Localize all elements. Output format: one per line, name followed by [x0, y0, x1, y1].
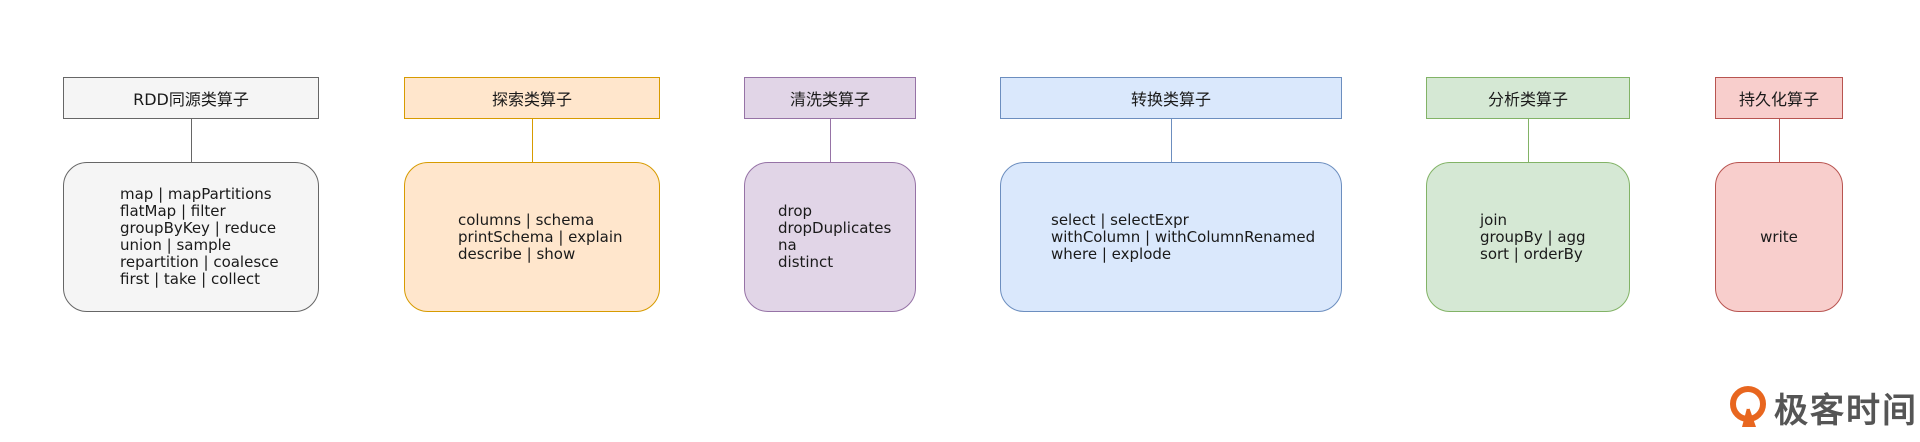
group-header: 探索类算子	[404, 77, 660, 119]
operator-item: first | take | collect	[120, 270, 261, 288]
group-header: 清洗类算子	[744, 77, 916, 119]
connector-line	[1779, 119, 1780, 163]
operator-item: printSchema | explain	[458, 227, 623, 246]
geektime-logo-icon	[1730, 385, 1766, 427]
connector-line	[532, 119, 533, 163]
connector-line	[191, 119, 192, 163]
connector-line	[1528, 119, 1529, 163]
operator-item: select | selectExpr	[1051, 210, 1189, 229]
operator-item: where | explode	[1051, 244, 1172, 263]
group-header: RDD同源类算子	[63, 77, 319, 119]
group-header: 持久化算子	[1715, 77, 1843, 119]
operator-item: columns | schema	[458, 210, 595, 229]
operator-item: groupBy | agg	[1480, 227, 1586, 246]
group-header: 转换类算子	[1000, 77, 1342, 119]
brand-logo: 极客时间	[1728, 383, 1918, 432]
operator-item: map | mapPartitions	[120, 185, 272, 203]
operator-item: describe | show	[458, 244, 576, 263]
operator-item: sort | orderBy	[1480, 244, 1583, 263]
operator-item: flatMap | filter	[120, 202, 226, 220]
operator-card: columns | schema printSchema | explain d…	[404, 162, 660, 312]
operator-item: na	[778, 236, 797, 254]
operator-card: select | selectExpr withColumn | withCol…	[1000, 162, 1342, 312]
operator-card: write	[1715, 162, 1843, 312]
operator-card: drop dropDuplicates na distinct	[744, 162, 916, 312]
operator-item: repartition | coalesce	[120, 253, 279, 271]
group-header: 分析类算子	[1426, 77, 1630, 119]
operator-card: map | mapPartitions flatMap | filter gro…	[63, 162, 319, 312]
operator-item: write	[1760, 227, 1798, 246]
operator-item: distinct	[778, 253, 834, 271]
operator-item: groupByKey | reduce	[120, 219, 277, 237]
logo-text: 极客时间	[1774, 391, 1918, 431]
connector-line	[1171, 119, 1172, 163]
operator-card: join groupBy | agg sort | orderBy	[1426, 162, 1630, 312]
operator-item: union | sample	[120, 236, 231, 254]
operator-item: withColumn | withColumnRenamed	[1051, 227, 1316, 246]
operator-item: dropDuplicates	[778, 219, 892, 237]
operator-item: drop	[778, 202, 813, 220]
operator-item: join	[1480, 210, 1508, 229]
connector-line	[830, 119, 831, 163]
